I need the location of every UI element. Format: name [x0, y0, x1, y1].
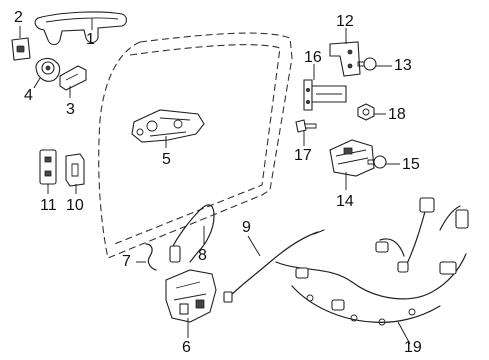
door-check-part [303, 79, 347, 111]
callout-6: 6 [182, 339, 191, 356]
callout-7: 7 [122, 253, 131, 270]
callout-4: 4 [24, 87, 33, 104]
callout-9: 9 [242, 219, 251, 236]
striker-plate-part [39, 149, 57, 185]
callout-15: 15 [402, 156, 420, 173]
bolt-17-part [295, 119, 317, 133]
door-outline [98, 32, 293, 259]
clip-part [145, 243, 157, 271]
callout-1: 1 [86, 31, 95, 48]
callout-13: 13 [394, 57, 412, 74]
callout-5: 5 [162, 151, 171, 168]
callout-12: 12 [336, 13, 354, 30]
inside-handle-part [131, 109, 205, 143]
handle-cap-part [11, 37, 31, 61]
lock-actuator-part [329, 139, 375, 177]
callout-8: 8 [198, 247, 207, 264]
callout-2: 2 [14, 9, 23, 26]
nut-18-part [357, 103, 375, 121]
striker-part [65, 153, 85, 187]
wiring-harness-part [275, 197, 469, 326]
upper-hinge-part [329, 41, 361, 77]
callout-10: 10 [66, 197, 84, 214]
rod-cable-part [169, 204, 215, 263]
door-latch-part [165, 269, 217, 323]
callout-14: 14 [336, 193, 354, 210]
callout-19: 19 [404, 339, 422, 356]
callout-3: 3 [66, 101, 75, 118]
lock-cylinder-part [35, 57, 61, 82]
bolt-15-part [367, 155, 387, 169]
bolt-13-part [357, 57, 377, 71]
callout-17: 17 [294, 147, 312, 164]
escutcheon-part [59, 65, 87, 91]
callout-labels: 2 1 4 3 5 11 10 7 8 9 6 12 16 13 18 17 1… [14, 9, 422, 356]
cable-part [223, 229, 325, 303]
leader-lines [19, 18, 411, 345]
callout-18: 18 [388, 106, 406, 123]
callout-11: 11 [40, 197, 57, 214]
callout-16: 16 [304, 49, 322, 66]
outside-handle-part [34, 11, 128, 46]
